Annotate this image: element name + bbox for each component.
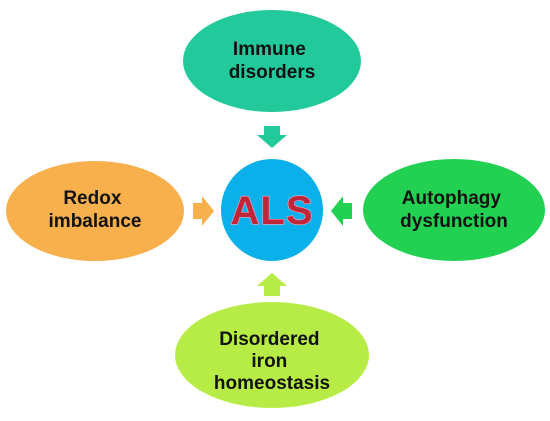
arrow-up-from-iron-icon xyxy=(257,273,287,296)
autophagy-dysfunction-ellipse xyxy=(361,157,547,263)
node-redox-imbalance: Redox imbalance xyxy=(4,159,186,263)
arrow-right-from-redox-icon xyxy=(193,196,214,226)
disordered-iron-homeostasis-ellipse xyxy=(173,300,371,410)
arrow-down-from-immune-icon xyxy=(257,126,287,148)
node-immune-disorders: Immune disorders xyxy=(181,8,363,114)
immune-disorders-label: Immune disorders xyxy=(229,39,316,83)
redox-imbalance-label-line-1: Redox xyxy=(63,188,122,209)
center-als: ALS xyxy=(219,157,325,263)
disordered-iron-homeostasis-label-line-3: homeostasis xyxy=(214,373,330,394)
autophagy-dysfunction-label-line-2: dysfunction xyxy=(400,211,508,232)
redox-imbalance-label-line-2: imbalance xyxy=(49,211,142,232)
disordered-iron-homeostasis-label-line-1: Disordered xyxy=(219,329,319,350)
autophagy-dysfunction-label: Autophagy dysfunction xyxy=(400,188,508,232)
immune-disorders-ellipse xyxy=(181,8,363,114)
node-disordered-iron-homeostasis: Disordered iron homeostasis xyxy=(173,300,371,410)
redox-imbalance-ellipse xyxy=(4,159,186,263)
node-autophagy-dysfunction: Autophagy dysfunction xyxy=(361,157,547,263)
arrow-left-from-autophagy-icon xyxy=(331,196,352,226)
immune-disorders-label-line-1: Immune xyxy=(233,39,306,60)
redox-imbalance-label: Redox imbalance xyxy=(49,188,142,232)
disordered-iron-homeostasis-label-line-2: iron xyxy=(251,351,287,372)
als-label: ALS xyxy=(231,189,314,233)
autophagy-dysfunction-label-line-1: Autophagy xyxy=(402,188,502,209)
disordered-iron-homeostasis-label: Disordered iron homeostasis xyxy=(214,329,330,394)
immune-disorders-label-line-2: disorders xyxy=(229,62,316,83)
als-circle xyxy=(219,157,325,263)
